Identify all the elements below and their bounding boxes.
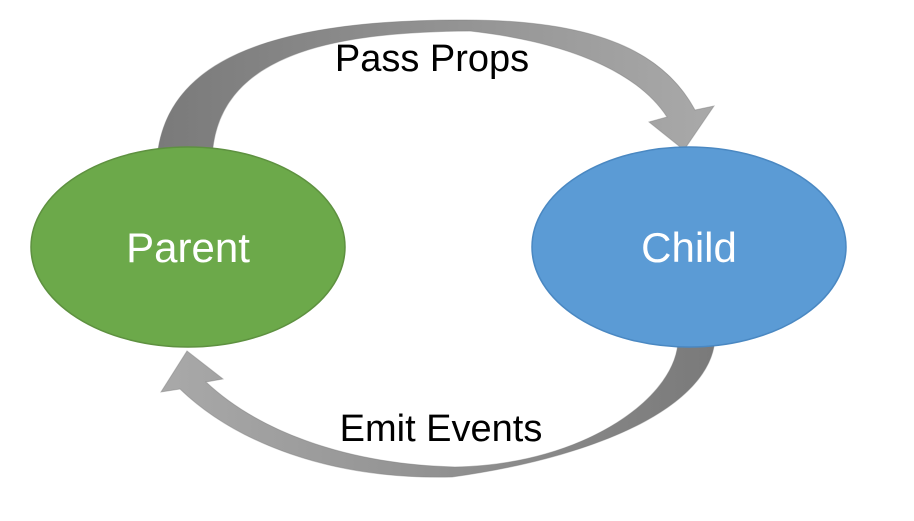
emit-events-curved-arrow-icon (159, 329, 716, 478)
child-node (531, 146, 847, 348)
emit-events-edge-label: Emit Events (340, 408, 543, 450)
pass-props-curved-arrow-icon (155, 19, 716, 186)
child-node-label: Child (641, 224, 737, 271)
pass-props-edge-label: Pass Props (335, 38, 529, 80)
parent-node-label: Parent (126, 224, 250, 271)
parent-node (30, 146, 346, 348)
